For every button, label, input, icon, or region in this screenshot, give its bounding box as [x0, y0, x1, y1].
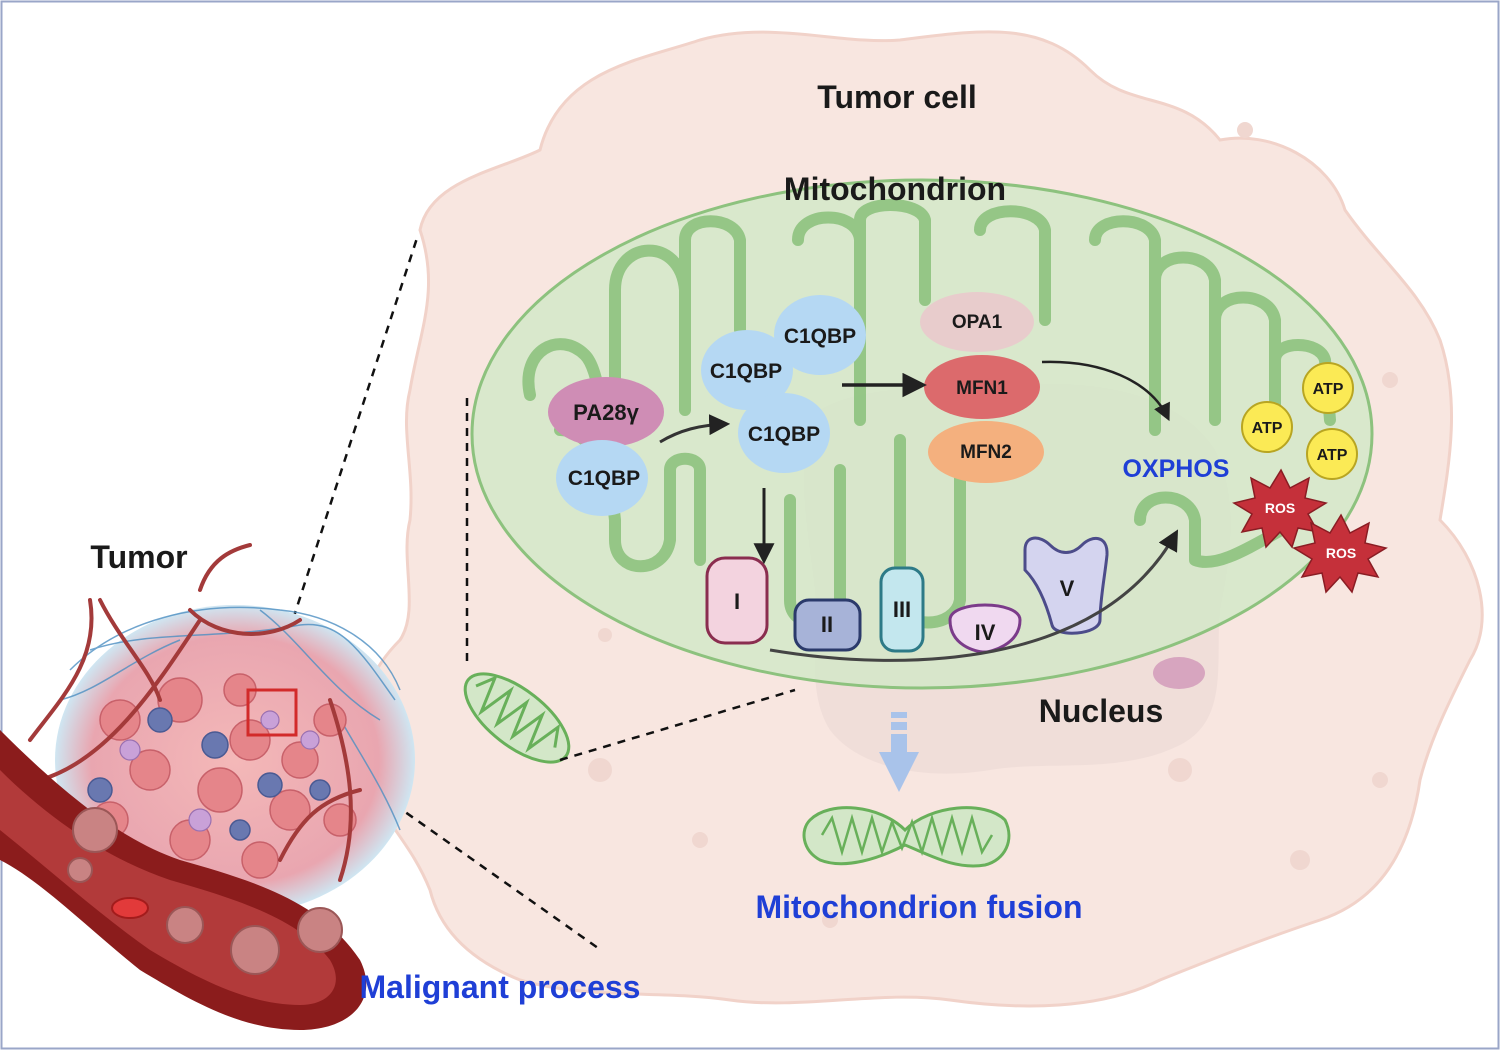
fused-mitochondrion — [802, 806, 1011, 868]
ros-label: ROS — [1265, 500, 1295, 516]
organelle-dot — [588, 758, 612, 782]
organelle-dot — [1372, 772, 1388, 788]
organelle-dot — [692, 832, 708, 848]
organelle-dot — [1168, 758, 1192, 782]
tumor-label: Tumor — [90, 539, 187, 575]
complex-i — [705, 556, 769, 645]
complex-iv — [948, 603, 1022, 654]
arrow-mfn-to-oxphos — [1041, 360, 1170, 422]
complex-i-label: I — [734, 589, 740, 614]
c1qbp-trimer-left-label: C1QBP — [710, 360, 782, 383]
mfn2-protein — [928, 421, 1044, 483]
organelle-dot — [1290, 850, 1310, 870]
c1qbp-bound-protein — [556, 440, 648, 516]
complex-ii — [793, 598, 862, 652]
opa1-protein — [920, 292, 1034, 352]
atp-molecule — [1302, 362, 1354, 414]
tumor-zoom-box — [246, 688, 298, 737]
mitochondrion-fusion-label: Mitochondrion fusion — [755, 889, 1082, 925]
ros-molecule — [1232, 468, 1328, 549]
small-mitochondrion — [463, 672, 571, 764]
c1qbp-trimer-left — [701, 330, 793, 410]
atp-label: ATP — [1313, 381, 1344, 398]
c1qbp-trimer-bottom-label: C1QBP — [748, 423, 820, 446]
atp-molecule — [1306, 428, 1358, 480]
organelle-dot — [822, 912, 838, 928]
pa28-gamma-protein — [548, 377, 664, 447]
atp-label: ATP — [1317, 447, 1348, 464]
mfn1-protein — [924, 355, 1040, 419]
tumor-illustration — [0, 543, 415, 1030]
c1qbp-trimer-top — [774, 295, 866, 375]
oxphos-label: OXPHOS — [1123, 455, 1230, 483]
c1qbp-trimer-top-label: C1QBP — [784, 325, 856, 348]
complex-iii-label: III — [893, 597, 911, 622]
complex-v-label: V — [1060, 576, 1075, 601]
complex-v — [1023, 536, 1109, 635]
mfn2-label: MFN2 — [960, 442, 1012, 463]
c1qbp-trimer-bottom — [738, 393, 830, 473]
zoom-line-bottom-mito — [559, 688, 796, 762]
organelle-dot — [1382, 372, 1398, 388]
nucleolus — [1153, 657, 1205, 689]
pa28-gamma-label: PA28γ — [573, 400, 639, 425]
complex-ii-label: II — [821, 612, 833, 637]
mfn1-label: MFN1 — [956, 378, 1008, 399]
arrow-etc-to-oxphos — [769, 529, 1179, 662]
nucleus-label: Nucleus — [1039, 693, 1163, 729]
organelle-dot — [1237, 122, 1253, 138]
arrow-pa28-to-c1qbp — [659, 414, 731, 444]
opa1-label: OPA1 — [952, 312, 1003, 333]
fusion-arrow-icon — [879, 712, 919, 792]
atp-label: ATP — [1252, 420, 1283, 437]
complex-iv-label: IV — [975, 620, 996, 645]
malignant-process-label: Malignant process — [360, 969, 641, 1005]
c1qbp-bound-label: C1QBP — [568, 467, 640, 490]
ros-molecule — [1292, 513, 1388, 594]
mitochondrion-label: Mitochondrion — [784, 171, 1006, 207]
organelle-dot — [598, 628, 612, 642]
ros-label: ROS — [1326, 545, 1356, 561]
complex-iii — [879, 566, 925, 653]
tumor-cell-label: Tumor cell — [817, 79, 976, 115]
atp-molecule — [1241, 401, 1293, 453]
